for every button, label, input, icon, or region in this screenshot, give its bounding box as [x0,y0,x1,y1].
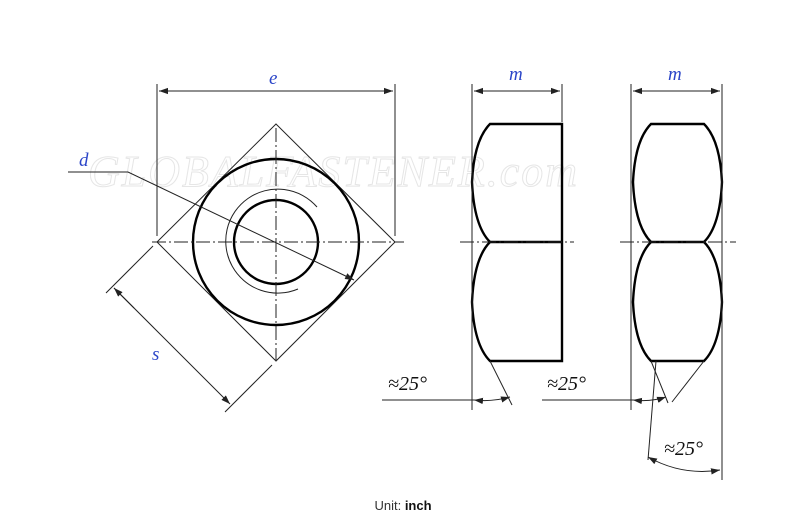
angle-label-end-right: ≈25° [664,438,703,460]
side-view-corners: m ≈25° ≈25° [542,64,736,480]
s-extension-lower [224,364,273,413]
s-dimension-tail [113,287,135,309]
d-leader-line [68,171,355,281]
top-view: e d s [68,68,404,413]
d-label: d [79,150,89,171]
e-label: e [269,68,277,89]
unit-value: inch [404,498,432,513]
unit-caption: Unit: inch [0,498,806,513]
square-nut-technical-drawing: GLOBALFASTENER.com e d s m ≈ [68,64,736,480]
angle-arc-end-left [632,396,667,405]
unit-label: Unit: [374,498,402,513]
m-label-side: m [509,64,523,85]
m-label-end: m [668,64,682,85]
side-view-outline [470,122,564,363]
chamfer-leader-side [489,360,513,406]
square-outline [156,123,396,362]
angle-arc-side [473,396,511,405]
s-extension-upper [105,245,154,294]
watermark: GLOBALFASTENER.com [88,147,579,196]
angle-label-side: ≈25° [388,373,427,395]
side-view-flats: m ≈25° [382,64,574,410]
chamfer-leader-end-right-2 [671,360,705,403]
thread-arc [225,188,318,294]
chamfer-leader-end-left [650,360,669,404]
s-label: s [152,344,159,365]
angle-arc-end-right [647,456,721,475]
angle-label-end-left: ≈25° [547,373,586,395]
chamfer-leader-end-right [647,360,657,461]
